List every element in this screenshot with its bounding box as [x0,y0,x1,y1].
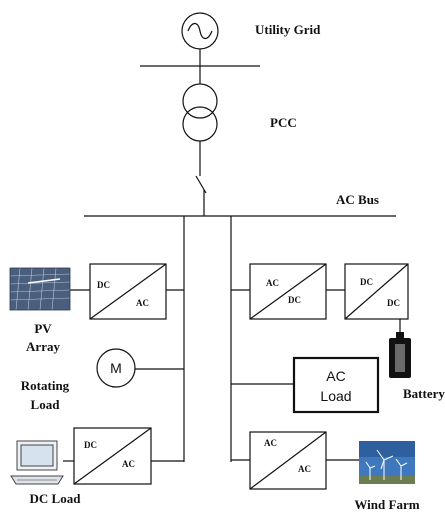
pv-array-icon [9,267,71,311]
pv-label-line2: Array [26,339,60,354]
motor-symbol: M [110,360,122,376]
pv-label-line1: PV [34,321,52,336]
ac-load-label-line2: Load [320,388,351,404]
ac-dc-converter-box [249,263,327,320]
pv-converter-top-label: DC [97,280,110,290]
ac-dc-converter-bottom-label: DC [288,295,301,305]
utility-grid-label: Utility Grid [255,22,321,37]
ac-load-box [292,356,380,414]
wind-converter-top-label: AC [264,438,277,448]
wind-converter-bottom-label: AC [298,464,311,474]
pv-converter-bottom-label: AC [136,298,149,308]
computer-icon [10,440,64,485]
dc-dc-converter-box [344,263,409,320]
wind-converter-box [249,431,327,490]
pcc-label: PCC [270,115,297,130]
motor-icon [96,348,136,388]
ac-load-label-line1: AC [326,368,345,384]
transformer-top-coil [182,83,218,119]
battery-icon [389,332,411,378]
dc-dc-converter-top-label: DC [360,277,373,287]
ac-bus-label: AC Bus [336,192,379,207]
wind-farm-label: Wind Farm [354,497,419,512]
dc-dc-converter-bottom-label: DC [387,298,400,308]
ac-dc-converter-top-label: AC [266,278,279,288]
battery-label: Battery [403,386,445,401]
rotating-load-label-line1: Rotating [21,378,70,393]
dcload-converter-top-label: DC [84,440,97,450]
wind-farm-icon [359,441,415,484]
sine-wave-icon [187,22,213,40]
pv-converter-box [89,263,167,320]
dcload-converter-bottom-label: AC [122,459,135,469]
transformer-bottom-coil [182,106,218,142]
dcload-converter-box [73,427,152,485]
rotating-load-label-line2: Load [31,397,61,412]
dc-load-label: DC Load [30,491,82,506]
